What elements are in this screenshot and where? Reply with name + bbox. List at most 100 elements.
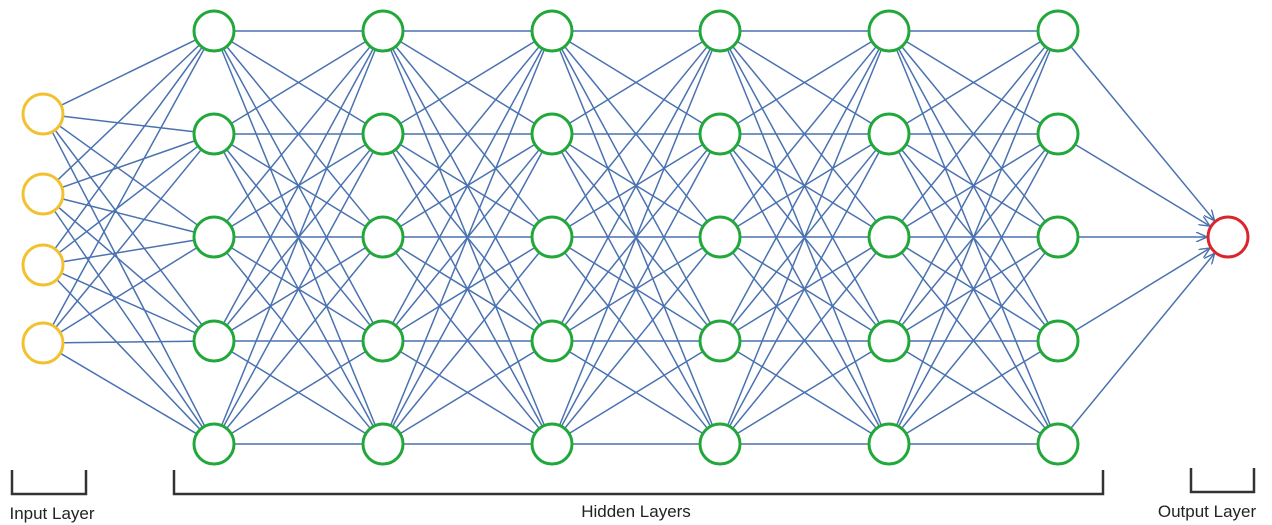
hidden-node-layer5-1 (867, 112, 911, 156)
edge-l0n2-l1n2 (62, 239, 194, 263)
edge-l1n1-l2n0 (230, 41, 366, 125)
edge-l0n0-l1n2 (58, 125, 198, 226)
edge-l4n1-l5n0 (736, 41, 872, 125)
edge-l0n2-l1n4 (56, 278, 201, 430)
layer-brackets (10, 468, 1256, 496)
hidden-node-layer6-3 (1036, 319, 1080, 363)
edge-l2n1-l3n0 (399, 41, 535, 125)
edge-l5n2-l6n0 (901, 46, 1046, 222)
hidden-node-layer5-2 (867, 215, 911, 259)
input-node-layer0-3 (21, 321, 65, 365)
edge-l5n3-l6n0 (897, 49, 1049, 324)
edge-l6n4-l7n0 (1070, 253, 1215, 429)
edge-l1n4-l2n0 (220, 50, 376, 426)
hidden-layers-bracket (172, 470, 1105, 496)
hidden-node-layer1-2 (192, 215, 236, 259)
edge-l0n2-l1n0 (54, 47, 203, 250)
edge-l0n1-l1n0 (56, 44, 200, 181)
hidden-node-layer2-2 (361, 215, 405, 259)
hidden-node-layer2-0 (361, 9, 405, 53)
output-layer-label: Output Layer (1158, 502, 1257, 521)
edge-l0n2-l1n3 (60, 272, 196, 334)
hidden-node-layer3-4 (530, 422, 574, 466)
input-node-layer0-1 (21, 172, 65, 216)
edge-l0n1-l1n3 (57, 206, 199, 328)
input-layer-label: Input Layer (9, 504, 94, 523)
hidden-node-layer6-1 (1036, 112, 1080, 156)
edge-l0n0-l1n4 (51, 131, 205, 426)
edge-l0n2-l1n1 (58, 146, 198, 254)
hidden-node-layer3-0 (530, 9, 574, 53)
edge-l3n4-l4n3 (568, 351, 703, 435)
edge-l0n3-l1n0 (51, 49, 205, 326)
edge-l1n2-l2n0 (226, 46, 371, 222)
hidden-node-layer4-2 (698, 215, 742, 259)
edge-l5n4-l6n1 (897, 152, 1049, 427)
edge-l6n0-l7n0 (1070, 45, 1215, 220)
edge-l5n4-l6n2 (901, 252, 1046, 429)
edge-l6n3-l7n0 (1074, 248, 1210, 332)
edge-l4n4-l5n2 (732, 252, 877, 429)
edge-l0n1-l1n4 (53, 210, 203, 428)
hidden-node-layer4-4 (698, 422, 742, 466)
edge-l4n4-l5n3 (736, 351, 872, 435)
edge-l0n3-l1n4 (59, 352, 197, 434)
edge-l4n4-l5n1 (728, 152, 880, 427)
edge-l0n0-l1n1 (62, 115, 194, 133)
hidden-node-layer4-0 (698, 9, 742, 53)
edge-l3n4-l4n2 (564, 252, 708, 429)
edge-l3n1-l4n0 (568, 41, 703, 125)
hidden-node-layer5-3 (867, 319, 911, 363)
hidden-node-layer1-0 (192, 9, 236, 53)
edge-l0n3-l1n2 (59, 247, 197, 334)
hidden-node-layer1-3 (192, 319, 236, 363)
edge-l5n4-l6n3 (905, 351, 1041, 435)
hidden-node-layer1-1 (192, 112, 236, 156)
edge-l3n4-l4n0 (558, 50, 713, 426)
output-node-layer7-0 (1206, 215, 1250, 259)
hidden-node-layer3-2 (530, 215, 574, 259)
edge-l3n3-l4n0 (560, 49, 711, 324)
hidden-node-layer4-1 (698, 112, 742, 156)
edge-l0n3-l1n1 (55, 149, 202, 328)
edge-l3n2-l4n0 (564, 46, 708, 222)
hidden-node-layer1-4 (192, 422, 236, 466)
input-node-layer0-0 (21, 92, 65, 136)
edge-l1n4-l2n2 (226, 252, 371, 429)
edge-l0n3-l1n3 (62, 340, 194, 344)
edge-l2n4-l3n0 (389, 50, 545, 426)
connection-edges (51, 30, 1215, 445)
output-layer-bracket (1189, 468, 1256, 494)
hidden-node-layer2-1 (361, 112, 405, 156)
edge-l2n3-l3n0 (391, 49, 543, 324)
hidden-node-layer2-4 (361, 422, 405, 466)
edge-l0n1-l1n1 (61, 140, 195, 189)
edge-l1n4-l2n1 (222, 152, 374, 427)
edge-l2n4-l3n3 (399, 351, 535, 435)
edge-l4n4-l5n0 (726, 50, 882, 426)
input-node-layer0-2 (21, 243, 65, 287)
hidden-layers-label: Hidden Layers (581, 502, 691, 521)
edge-l5n1-l6n0 (905, 41, 1041, 125)
hidden-node-layer2-3 (361, 319, 405, 363)
neuron-nodes (21, 9, 1250, 466)
hidden-node-layer5-4 (867, 422, 911, 466)
edge-l5n4-l6n0 (895, 50, 1051, 426)
hidden-node-layer6-0 (1036, 9, 1080, 53)
edge-l3n4-l4n1 (560, 152, 711, 427)
input-layer-bracket (10, 470, 88, 496)
edge-l1n3-l2n0 (222, 49, 374, 324)
hidden-node-layer4-3 (698, 319, 742, 363)
edge-l4n2-l5n0 (732, 46, 877, 222)
edge-l4n3-l5n0 (728, 49, 880, 324)
edge-l2n2-l3n0 (395, 46, 540, 222)
hidden-node-layer5-0 (867, 9, 911, 53)
edge-l0n1-l1n2 (62, 198, 194, 233)
hidden-node-layer6-4 (1036, 422, 1080, 466)
edge-l6n1-l7n0 (1074, 143, 1210, 226)
edge-l0n0-l1n3 (54, 129, 202, 325)
edge-l0n0-l1n0 (60, 39, 196, 106)
edge-l1n4-l2n3 (230, 351, 366, 435)
edge-l2n4-l3n1 (391, 152, 543, 427)
